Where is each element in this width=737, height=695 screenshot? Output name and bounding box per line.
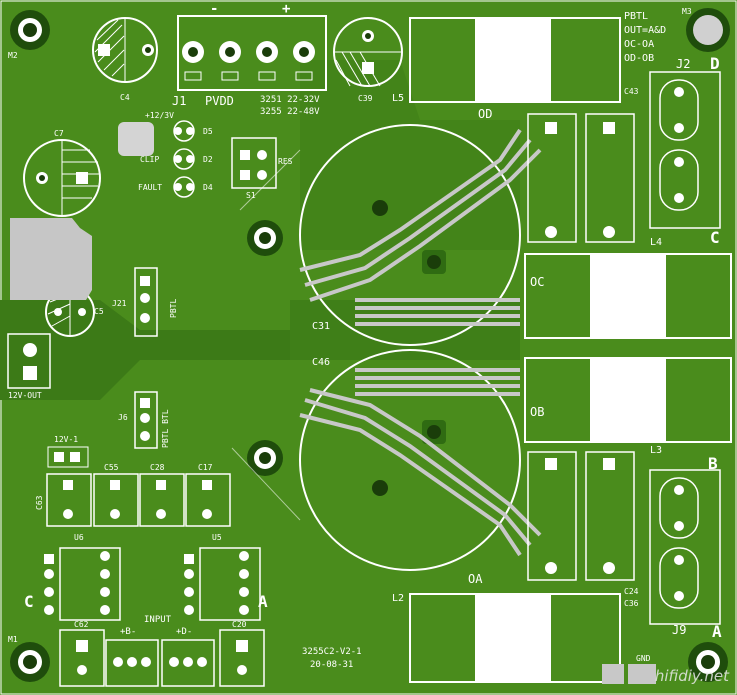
label-m2: M2 — [8, 51, 18, 60]
gnd-pad-2 — [602, 664, 624, 684]
label-pvdd: PVDD — [205, 94, 234, 108]
label-m1: M1 — [8, 635, 18, 644]
label-a-left: A — [258, 592, 268, 611]
label-c55: C55 — [104, 463, 119, 472]
label-c-right: C — [710, 228, 720, 247]
speaker-terminal-j9 — [649, 469, 721, 625]
label-res: RES — [278, 157, 293, 166]
c46-outline — [299, 349, 521, 571]
film-caps-row — [46, 473, 231, 527]
label-m3: M3 — [682, 7, 692, 16]
label-j2: J2 — [676, 57, 691, 71]
label-revision: 3255C2-V2-1 — [302, 647, 362, 657]
label-in-d: +D- — [176, 627, 193, 637]
label-pbtl-note-3: OC-OA — [624, 39, 655, 50]
j1-terminal-outline — [177, 15, 327, 91]
label-oa: OA — [468, 572, 483, 586]
label-v3251: 3251 22-32V — [260, 95, 320, 105]
label-c4: C4 — [120, 93, 130, 102]
label-input: INPUT — [144, 615, 172, 625]
copper-boundaries — [231, 149, 301, 521]
label-c36: C36 — [624, 599, 639, 608]
label-12v-1: 12V-1 — [54, 435, 79, 444]
label-c7: C7 — [54, 129, 64, 138]
label-l2: L2 — [392, 593, 405, 604]
label-clip: CLIP — [140, 155, 160, 164]
label-l3: L3 — [650, 445, 663, 456]
label-d4: D4 — [203, 183, 213, 192]
label-c20: C20 — [232, 620, 247, 629]
label-c62: C62 — [74, 620, 89, 629]
label-minus: - — [210, 1, 219, 17]
label-pbtl-note-2: OUT=A&D — [624, 25, 667, 36]
label-gnd: GND — [636, 654, 651, 663]
c4-hatch — [94, 19, 125, 77]
label-j9: J9 — [672, 623, 687, 637]
label-c17: C17 — [198, 463, 213, 472]
label-c-left: C — [24, 592, 34, 611]
output-traces — [299, 128, 542, 557]
label-plus: + — [282, 1, 291, 17]
v12-1-jumper — [47, 446, 89, 468]
label-oc: OC — [530, 275, 545, 289]
label-j6: J6 — [118, 413, 128, 422]
label-d: D — [710, 54, 720, 73]
speaker-terminal-j2 — [649, 71, 721, 229]
label-c46: C46 — [312, 357, 331, 368]
label-fault: FAULT — [138, 183, 163, 192]
s1-switch-outline — [231, 137, 277, 189]
label-date: 20-08-31 — [310, 660, 354, 670]
inductor-l4 — [524, 253, 732, 339]
opamp-outlines — [59, 547, 261, 621]
label-ob: OB — [530, 405, 545, 419]
label-u5: U5 — [212, 533, 222, 542]
label-pbtl-note-4: OD-OB — [624, 53, 655, 64]
bottom-connectors — [59, 629, 265, 687]
label-j21: J21 — [112, 299, 127, 308]
label-c28: C28 — [150, 463, 165, 472]
chip-pad — [118, 122, 154, 156]
inductor-l3 — [524, 357, 732, 443]
label-l5: L5 — [392, 93, 405, 104]
label-l4: L4 — [650, 237, 663, 248]
label-a-right: A — [712, 622, 722, 641]
label-c43: C43 — [624, 87, 639, 96]
copper-region — [300, 60, 520, 250]
label-c24: C24 — [624, 587, 639, 596]
label-b: B — [708, 454, 718, 473]
gnd-pad — [628, 664, 656, 684]
label-c31: C31 — [312, 321, 331, 332]
j21-header — [134, 267, 158, 337]
label-d2: D2 — [203, 155, 213, 164]
label-j1: J1 — [172, 94, 187, 108]
thermal-pad — [10, 218, 92, 300]
label-d5: D5 — [203, 127, 213, 136]
label-s1: S1 — [246, 191, 256, 200]
label-c63: C63 — [35, 495, 44, 510]
inductor-l2 — [409, 593, 621, 683]
label-pbtl-btl: PBTL BTL — [161, 409, 170, 448]
label-c39: C39 — [358, 94, 373, 103]
label-in-b: +B- — [120, 627, 137, 637]
j6-header — [134, 391, 158, 449]
v12-out-connector — [7, 333, 51, 389]
label-pbtl-vert: PBTL — [169, 298, 178, 318]
label-v3255: 3255 22-48V — [260, 107, 320, 117]
j1-pads — [182, 41, 315, 81]
output-film-caps — [527, 113, 635, 581]
inductor-l5 — [409, 17, 621, 103]
copper-region — [0, 300, 300, 400]
label-c5: C5 — [94, 307, 104, 316]
label-v12: +12/3V — [145, 111, 174, 120]
watermark: hifidiy.net — [654, 667, 729, 685]
label-od: OD — [478, 107, 493, 121]
label-u6: U6 — [74, 533, 84, 542]
c31-outline — [299, 124, 521, 346]
label-12v-out: 12V-OUT — [8, 391, 42, 400]
label-pbtl-note-1: PBTL — [624, 11, 649, 22]
